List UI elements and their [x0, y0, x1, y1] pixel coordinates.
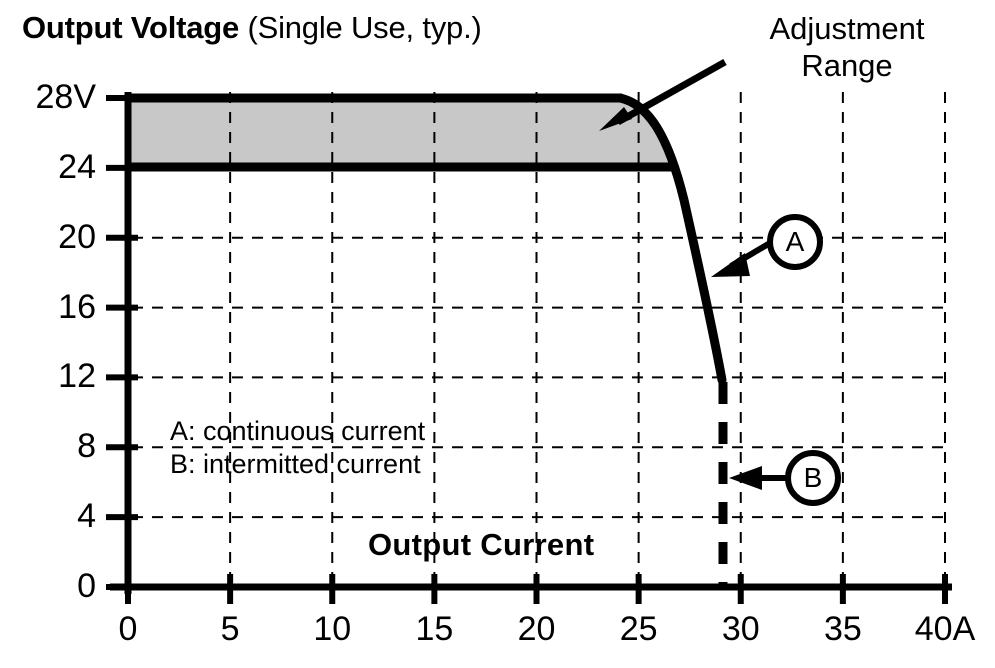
chart-title-regular: (Single Use, typ.): [247, 10, 482, 45]
vertical-gridlines: [229, 92, 946, 584]
y-tick-label-20: 20: [58, 217, 96, 256]
x-tick-label-10: 10: [313, 610, 352, 648]
x-tick-label-15: 15: [415, 610, 454, 648]
x-tick-label-30: 30: [721, 610, 760, 648]
adjustment-range-shaded-band: [128, 98, 672, 167]
chart-title: Output Voltage (Single Use, typ.): [22, 8, 482, 48]
adjustment-range-leader: [599, 58, 727, 131]
marker-a-label: A: [785, 226, 805, 257]
y-tick-label-24: 24: [58, 147, 96, 186]
x-tick-label-40: 40A: [914, 610, 976, 648]
curve-a-continuous-current: [615, 93, 727, 385]
x-tick-label-5: 5: [220, 610, 240, 648]
x-tick-label-25: 25: [619, 610, 658, 648]
marker-b-label: B: [803, 462, 823, 493]
legend-item-a: A: continuous current: [170, 416, 426, 446]
x-axis-title: Output Current: [368, 527, 595, 562]
x-axis-ticks: [125, 574, 948, 604]
marker-a-leader: [711, 240, 772, 277]
y-tick-label-28: 28V: [35, 78, 97, 116]
adjustment-range-line2: Range: [801, 48, 893, 83]
marker-b-leader: [729, 466, 788, 490]
y-tick-label-16: 16: [58, 287, 96, 326]
y-tick-label-0: 0: [77, 567, 96, 605]
y-tick-label-8: 8: [77, 427, 96, 466]
adjustment-range-line1: Adjustment: [769, 11, 925, 46]
chart-title-bold: Output Voltage: [22, 10, 240, 45]
horizontal-gridlines: [132, 236, 948, 519]
adjustment-range-annotation: Adjustment Range: [712, 10, 982, 84]
marker-a-circle: [767, 214, 823, 270]
marker-b-circle: [785, 450, 841, 506]
x-tick-label-20: 20: [517, 610, 556, 648]
y-tick-label-4: 4: [77, 497, 96, 536]
y-tick-label-12: 12: [58, 357, 96, 396]
x-tick-label-0: 0: [118, 610, 138, 648]
legend-item-b: B: intermitted current: [170, 449, 421, 479]
x-tick-label-35: 35: [823, 610, 862, 648]
